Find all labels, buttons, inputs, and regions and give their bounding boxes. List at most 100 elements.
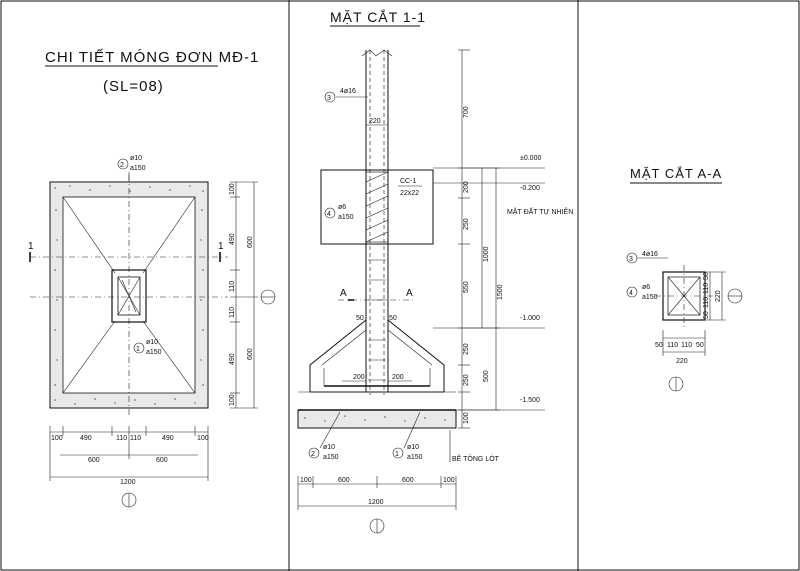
- s11-db-2: 600: [402, 477, 414, 484]
- level-0: ±0.000: [520, 155, 541, 162]
- col-label: CC-1: [400, 178, 416, 185]
- s11-db-3: 100: [443, 477, 455, 484]
- s11-rebar2-marker: [308, 447, 320, 459]
- rebar1-spec: ø10: [146, 339, 158, 346]
- dim-ro-0: 600: [247, 236, 254, 248]
- dim-r-0: 100: [229, 183, 236, 195]
- dv-4: 250: [463, 343, 470, 355]
- section-a-a: MẶT CẮT A-A 3 4ø16 4 ø6 a150 50 110 110 …: [626, 166, 743, 392]
- rebar2-spacing: a150: [130, 165, 146, 172]
- plan-subtitle: (SL=08): [103, 78, 164, 95]
- dv-6: 100: [463, 412, 470, 424]
- dvo-2: 500: [483, 370, 490, 382]
- plan-dims-bottom: 100 490 110 110 490 100 600 600 1200: [49, 426, 209, 508]
- dim-r-5: 100: [229, 394, 236, 406]
- rebar4-marker: [324, 207, 336, 219]
- aa-rebar4-spec: ø6: [642, 284, 650, 291]
- dim-r-3: 110: [229, 307, 236, 318]
- aa-rebar3: 4ø16: [642, 251, 658, 258]
- dv-2: 250: [463, 218, 470, 230]
- dim-50a: 50: [356, 315, 364, 322]
- level-2: -1.000: [520, 315, 540, 322]
- s11-rebar1-spacing: a150: [407, 454, 423, 461]
- cut-label-right: 1: [218, 241, 225, 252]
- dim-total: 1200: [120, 479, 136, 486]
- s11-rebar3-num: 3: [327, 95, 331, 102]
- dv-1: 200: [463, 181, 470, 193]
- rebar3-marker: [324, 91, 336, 103]
- s11-rebar4-spec: ø6: [338, 204, 346, 211]
- dim-b-2: 110: [116, 435, 127, 442]
- level-3: -1.500: [520, 397, 540, 404]
- haunch-dim-1: 200: [392, 374, 404, 381]
- section11-title: MẶT CẮT 1-1: [330, 8, 426, 25]
- aa-rebar4-num: 4: [629, 290, 633, 297]
- dim-50b: 50: [389, 315, 397, 322]
- dv-5: 250: [463, 374, 470, 386]
- aa-rebar3-num: 3: [629, 256, 633, 263]
- s11-rebar2-num: 2: [311, 451, 315, 458]
- dim-bo-0: 600: [88, 457, 100, 464]
- section-1-1: MẶT CẮT 1-1 CC-1 22x22 3 4ø16 220 4 ø6 a…: [297, 8, 573, 534]
- col-width: 220: [369, 118, 381, 125]
- cut-label-left: 1: [28, 241, 35, 252]
- base-label: BÊ TÔNG LÓT: [452, 454, 500, 463]
- aa-dtotal: 220: [676, 358, 688, 365]
- cut-a-left: A: [340, 288, 348, 299]
- s11-rebar3: 4ø16: [340, 88, 356, 95]
- aa-rebar4-marker: [626, 286, 638, 298]
- dim-r-2: 110: [229, 281, 236, 292]
- cut-a-right: A: [406, 288, 414, 299]
- level-1: -0.200: [520, 185, 540, 192]
- dim-b-5: 100: [197, 435, 209, 442]
- concrete-hatch: [54, 185, 204, 405]
- rebar2-marker: [117, 158, 129, 170]
- plan-dims-right: 100 490 110 110 490 100 600 600: [229, 181, 276, 409]
- plan-view: CHI TIẾT MÓNG ĐƠN MĐ-1 (SL=08) 1 1: [28, 49, 276, 508]
- aa-db-1: 110: [667, 342, 678, 349]
- rebar1-marker: [133, 342, 145, 354]
- dim-b-0: 100: [51, 435, 63, 442]
- dim-r-4: 490: [229, 353, 236, 365]
- s11-rebar2-spec: ø10: [323, 444, 335, 451]
- dim-bo-1: 600: [156, 457, 168, 464]
- rebar2-num: 2: [120, 162, 124, 169]
- plan-title: CHI TIẾT MÓNG ĐƠN MĐ-1: [45, 49, 259, 66]
- lean-concrete: [297, 409, 457, 429]
- s11-rebar1-marker: [392, 447, 404, 459]
- rebar2-spec: ø10: [130, 155, 142, 162]
- col-size: 22x22: [400, 190, 419, 197]
- haunch-dim-0: 200: [353, 374, 365, 381]
- aa-db-3: 50: [696, 342, 704, 349]
- s11-db-1: 600: [338, 477, 350, 484]
- column-pedestal: [320, 169, 434, 245]
- ground-label: MẶT ĐẤT TỰ NHIÊN: [507, 206, 573, 216]
- dim-r-1: 490: [229, 233, 236, 245]
- dvo-0: 1000: [483, 246, 490, 262]
- aa-dr-outer: 220: [715, 290, 722, 302]
- aa-dr-2: 110: [703, 297, 710, 308]
- plan-column: [111, 269, 147, 323]
- dv-0: 700: [463, 106, 470, 118]
- dvo-1: 1500: [497, 284, 504, 300]
- s11-db-0: 100: [300, 477, 312, 484]
- aa-dr-0: 50: [703, 272, 710, 280]
- rebar1-spacing: a150: [146, 349, 162, 356]
- s11-dtotal: 1200: [368, 499, 384, 506]
- aa-db-2: 110: [681, 342, 692, 349]
- aa-dr-1: 110: [703, 283, 710, 294]
- s11-rebar2-spacing: a150: [323, 454, 339, 461]
- s11-rebar4-spacing: a150: [338, 214, 354, 221]
- s11-dims-vertical: 700 200 250 550 250 250 100 1000 1500 50…: [458, 49, 504, 429]
- s11-rebar4-num: 4: [327, 211, 331, 218]
- aa-db-0: 50: [655, 342, 663, 349]
- sectionAA-title: MẶT CẮT A-A: [630, 166, 722, 181]
- rebar1-num: 1: [136, 346, 140, 353]
- dv-3: 550: [463, 281, 470, 293]
- dim-b-4: 490: [162, 435, 174, 442]
- s11-rebar1-num: 1: [395, 451, 399, 458]
- s11-dims-bottom: 100 600 600 100 1200: [297, 476, 457, 534]
